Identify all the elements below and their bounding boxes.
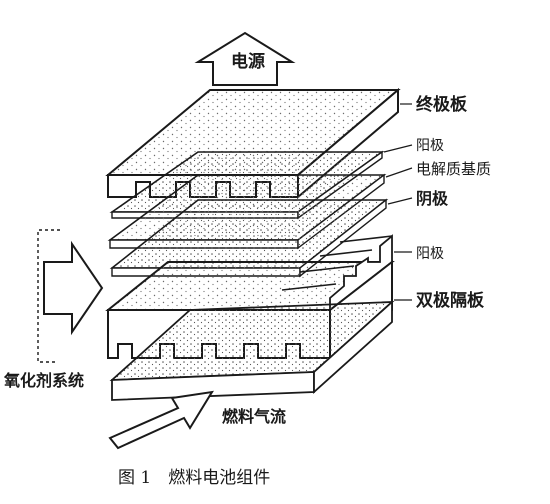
power-output-arrow xyxy=(194,31,296,86)
fuel-gas-flow-arrow xyxy=(108,390,214,450)
bottom-plate xyxy=(109,299,395,401)
anode-label-1: 阳极 xyxy=(416,138,444,154)
figure-caption: 图 1 燃料电池组件 xyxy=(118,468,270,488)
oxidant-bracket xyxy=(37,229,60,363)
fuel-gas-flow-label: 燃料气流 xyxy=(222,407,286,426)
oxidant-flow-arrow xyxy=(43,240,104,336)
bipolar-plate-label: 双极隔板 xyxy=(416,290,485,311)
power-label: 电源 xyxy=(231,51,265,72)
end-plate-label: 终极板 xyxy=(416,94,468,115)
oxidant-system-label: 氧化剂系统 xyxy=(3,371,84,390)
electrolyte-matrix-label: 电解质基质 xyxy=(416,160,491,178)
cathode-label: 阴极 xyxy=(416,189,449,208)
leader-lines xyxy=(383,103,413,301)
anode-label-2: 阳极 xyxy=(416,246,444,262)
